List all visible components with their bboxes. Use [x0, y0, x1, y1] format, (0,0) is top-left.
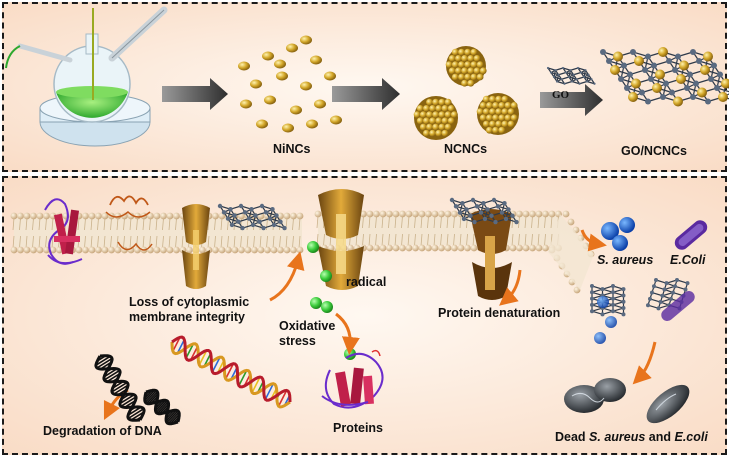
membrane-protein: [105, 195, 153, 251]
protein-cartoon: [321, 349, 384, 409]
graphene-on-membrane: [217, 203, 287, 231]
ncnc-cluster: [413, 96, 458, 140]
s-aureus-label: S. aureus: [597, 253, 654, 267]
ninc-nanoparticles: [238, 35, 342, 133]
pathway-arrows: [103, 229, 657, 421]
graphene-wrapped-bacteria: [646, 278, 695, 321]
cell-membrane: [10, 210, 595, 294]
process-arrows: [162, 78, 603, 116]
gonc-composite: [600, 47, 729, 107]
loss-integrity-label: Loss of cytoplasmic membrane integrity: [129, 295, 250, 324]
s-aureus-cells: [601, 217, 635, 251]
ncnc-label: NCNCs: [444, 142, 488, 156]
ncnc-cluster: [445, 46, 487, 87]
graphene-on-membrane: [449, 197, 519, 225]
ncnc-cluster: [476, 93, 519, 135]
go-sheet: [546, 66, 596, 85]
proteins-label: Proteins: [333, 421, 384, 435]
membrane-protein: [44, 198, 83, 265]
gonc-label: GO/NCNCs: [621, 144, 687, 158]
e-coli-cell: [674, 220, 708, 250]
dna-degradation-label: Degradation of DNA: [43, 424, 162, 438]
oxidative-stress-label: Oxidative stress: [279, 319, 336, 348]
reaction-flask: [5, 6, 168, 147]
ninc-label: NiNCs: [273, 142, 311, 156]
graphene-wrapped-bacteria: [590, 284, 626, 344]
go-label: GO: [552, 89, 570, 101]
e-coli-label: E.Coli: [670, 253, 706, 267]
dna-helix: [170, 335, 292, 409]
dead-bacteria: [564, 378, 690, 424]
radical-label: radical: [346, 275, 387, 289]
ion-channel: [182, 204, 210, 289]
protein-denaturation-label: Protein denaturation: [438, 306, 561, 320]
dna-helix-damaged: [94, 354, 181, 426]
dead-bacteria-label: Dead S. aureus and E.coli: [555, 430, 708, 444]
